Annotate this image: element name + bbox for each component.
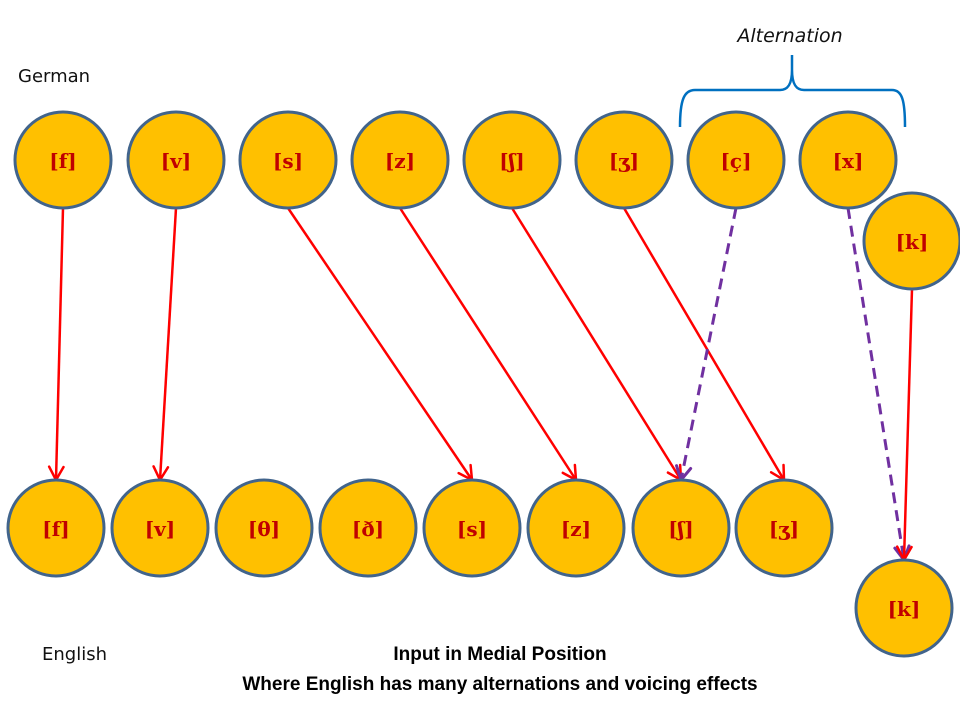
caption-subtitle: Where English has many alternations and …: [242, 674, 757, 695]
german-node-g-k: [k]: [862, 191, 960, 291]
edge-g-zh-to-e-zh: [622, 207, 786, 481]
english-node-e-f: [f]: [6, 478, 106, 578]
edge-g-s-to-e-s: [286, 207, 474, 481]
node-circle: [862, 191, 960, 291]
english-node-e-zh: [ʒ]: [734, 478, 834, 578]
node-label: [z]: [385, 149, 415, 173]
node-circle: [350, 110, 450, 210]
node-circle: [238, 110, 338, 210]
arrowhead-g-z-to-e-z: [561, 463, 578, 483]
english-node-e-k: [k]: [854, 558, 954, 658]
alternation-label: Alternation: [735, 25, 842, 47]
node-circle: [318, 478, 418, 578]
edge-g-sh-to-e-sh: [510, 207, 683, 481]
node-circle: [686, 110, 786, 210]
node-label: [v]: [161, 149, 192, 173]
nodes-layer: [f] [v] [s] [z] [ʃ] [ʒ] [ç] [x] [k] [f] [v] [θ] [ð] […: [6, 110, 960, 658]
node-label: [ç]: [720, 149, 751, 173]
german-row-label: German: [18, 66, 90, 87]
node-label: [k]: [896, 230, 929, 254]
node-label: [k]: [888, 597, 921, 621]
edge-g-c-to-e-sh: [679, 207, 738, 481]
german-node-g-sh: [ʃ]: [462, 110, 562, 210]
node-circle: [854, 558, 954, 658]
node-label: [s]: [273, 149, 303, 173]
node-label: [ʃ]: [499, 149, 525, 173]
node-circle: [574, 110, 674, 210]
node-circle: [734, 478, 834, 578]
node-label: [x]: [833, 149, 864, 173]
node-label: [ʒ]: [769, 517, 799, 541]
node-circle: [526, 478, 626, 578]
arrowhead-g-s-to-e-s: [457, 463, 474, 483]
edge-g-f-to-e-f: [54, 207, 65, 481]
node-circle: [126, 110, 226, 210]
node-label: [f]: [49, 149, 77, 173]
edge-g-x-to-e-k: [846, 207, 906, 561]
german-node-g-c: [ç]: [686, 110, 786, 210]
node-circle: [110, 478, 210, 578]
node-circle: [798, 110, 898, 210]
alternation-brace: [678, 55, 907, 128]
english-node-e-dh: [ð]: [318, 478, 418, 578]
english-node-e-v: [v]: [110, 478, 210, 578]
english-node-e-z: [z]: [526, 478, 626, 578]
node-label: [f]: [42, 517, 70, 541]
edge-g-v-to-e-v: [158, 207, 178, 481]
german-node-g-s: [s]: [238, 110, 338, 210]
node-label: [ʃ]: [668, 517, 694, 541]
node-label: [ʒ]: [609, 149, 639, 173]
node-label: [v]: [145, 517, 176, 541]
node-label: [θ]: [248, 517, 280, 541]
node-circle: [422, 478, 522, 578]
english-node-e-th: [θ]: [214, 478, 314, 578]
english-node-e-sh: [ʃ]: [631, 478, 731, 578]
edge-g-z-to-e-z: [398, 207, 578, 481]
german-node-g-v: [v]: [126, 110, 226, 210]
node-circle: [462, 110, 562, 210]
node-circle: [631, 478, 731, 578]
caption-title: Input in Medial Position: [393, 644, 606, 665]
german-node-g-zh: [ʒ]: [574, 110, 674, 210]
german-node-g-z: [z]: [350, 110, 450, 210]
german-node-g-f: [f]: [13, 110, 113, 210]
english-node-e-s: [s]: [422, 478, 522, 578]
node-label: [s]: [457, 517, 487, 541]
node-circle: [13, 110, 113, 210]
node-label: [z]: [561, 517, 591, 541]
node-circle: [214, 478, 314, 578]
edge-g-k-to-e-k: [902, 288, 914, 561]
german-node-g-x: [x]: [798, 110, 898, 210]
english-row-label: English: [42, 644, 107, 665]
node-circle: [6, 478, 106, 578]
node-label: [ð]: [352, 517, 384, 541]
